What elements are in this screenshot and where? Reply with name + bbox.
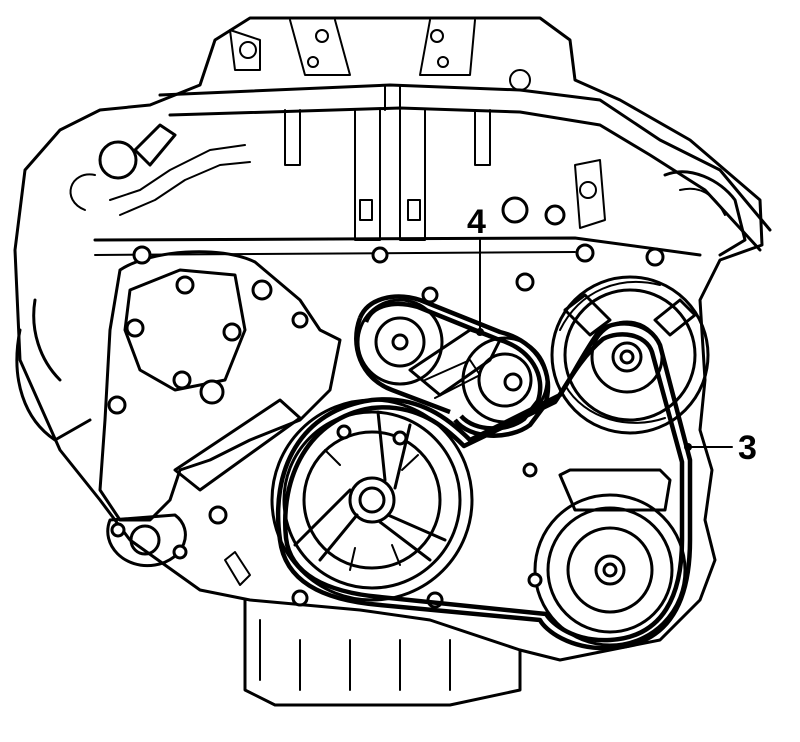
callout-tensioner: 4 [467, 203, 486, 336]
drive-belt [275, 294, 693, 651]
belt-tensioner [356, 298, 549, 424]
timing-cover [98, 245, 439, 586]
callout-belt: 3 [684, 429, 757, 467]
engine-block [13, 16, 772, 707]
callout-belt-dot [684, 443, 692, 451]
callout-belt-label: 3 [738, 429, 757, 467]
callout-tensioner-label: 4 [467, 203, 486, 241]
power-steering-pulley [291, 462, 687, 647]
alternator [550, 275, 710, 435]
callout-tensioner-dot [476, 328, 484, 336]
